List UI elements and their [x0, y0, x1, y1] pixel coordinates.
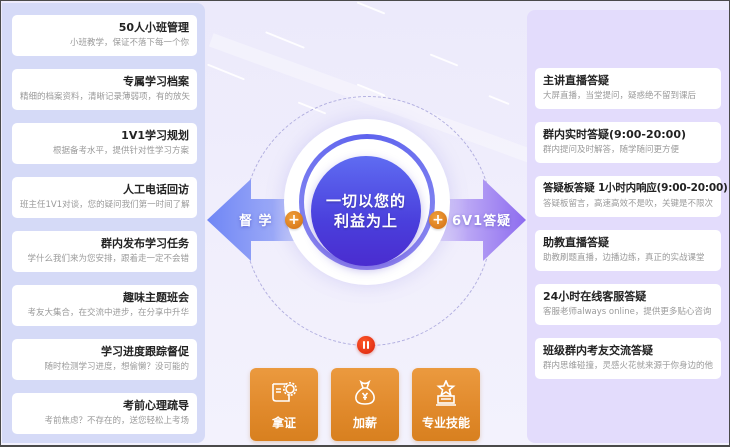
slogan-line-1: 一切以您的 [325, 192, 406, 210]
feature-desc: 答疑板留言，高速高效不是吹，关键是不限次 [543, 199, 714, 209]
feature-title: 学习进度跟踪督促 [101, 345, 189, 358]
feature-card: 人工电话回访 班主任1V1对谈，您的疑问我们第一时间了解 [12, 177, 197, 218]
feature-desc: 助教刷题直播，边播边练，真正的实战课堂 [543, 253, 705, 263]
feature-desc: 班主任1V1对谈，您的疑问我们第一时间了解 [20, 200, 190, 210]
feature-desc: 客服老师always online，提供更多贴心咨询 [543, 307, 712, 317]
feature-title: 50人小班管理 [118, 21, 189, 34]
feature-card: 专属学习档案 精细的档案资料，清晰记录薄弱项，有的放矢 [12, 69, 197, 110]
trophy-star-icon [436, 380, 456, 406]
feature-desc: 随时检测学习进度，想偷懒？没可能的 [44, 362, 189, 372]
feature-desc: 精细的档案资料，清晰记录薄弱项，有的放矢 [20, 92, 191, 102]
qa-panel: 主讲直播答疑 大屏直播，当堂提问，疑惑绝不留到课后 群内实时答疑(9:00-20… [527, 10, 729, 443]
feature-title: 专属学习档案 [123, 75, 189, 88]
tile-skills: 专业技能 [412, 368, 480, 441]
supervision-label: 督 学 [239, 214, 273, 229]
feature-desc: 根据备考水平，提供针对性学习方案 [52, 146, 189, 156]
tile-label: 拿证 [271, 416, 296, 430]
supervision-panel: 50人小班管理 小班教学，保证不落下每一个你 专属学习档案 精细的档案资料，清晰… [2, 3, 205, 443]
feature-title: 考前心理疏导 [123, 399, 189, 412]
feature-title: 24小时在线客服答疑 [543, 290, 647, 303]
feature-title: 主讲直播答疑 [543, 74, 609, 87]
core-slogan: 一切以您的 利益为上 [311, 156, 421, 266]
feature-desc: 考友大集合，在交流中进步，在分享中升华 [27, 308, 189, 318]
feature-desc: 学什么我们来为您安排，跟着走一定不会错 [27, 254, 189, 264]
tile-raise: 加薪 [331, 368, 399, 441]
feature-card: 群内实时答疑(9:00-20:00) 群内提问及时解答，随学随问更方便 [535, 122, 721, 163]
feature-card: 助教直播答疑 助教刷题直播，边播边练，真正的实战课堂 [535, 230, 721, 271]
slogan-line-2: 利益为上 [333, 212, 398, 230]
pause-icon[interactable] [357, 336, 375, 354]
qa-label: 6V1答疑 [452, 214, 512, 229]
feature-card: 答疑板答疑 1小时内响应(9:00-20:00) 答疑板留言，高速高效不是吹，关… [535, 176, 728, 217]
feature-title: 人工电话回访 [123, 183, 189, 196]
feature-card: 趣味主题班会 考友大集合，在交流中进步，在分享中升华 [12, 285, 197, 326]
feature-card: 学习进度跟踪督促 随时检测学习进度，想偷懒？没可能的 [12, 339, 197, 380]
feature-card: 班级群内考友交流答疑 群内思维碰撞，灵感火花就来源于你身边的他 [535, 338, 721, 379]
feature-card: 50人小班管理 小班教学，保证不落下每一个你 [12, 15, 197, 56]
feature-title: 群内发布学习任务 [101, 237, 189, 250]
feature-desc: 小班教学，保证不落下每一个你 [69, 38, 189, 48]
ceiling-light [207, 63, 245, 81]
ceiling-light [356, 1, 386, 15]
feature-desc: 群内提问及时解答，随学随问更方便 [543, 145, 680, 155]
ceiling-light [429, 53, 459, 67]
tile-label: 专业技能 [421, 416, 470, 430]
feature-title: 趣味主题班会 [123, 291, 189, 304]
feature-title: 答疑板答疑 1小时内响应(9:00-20:00) [543, 182, 728, 194]
feature-card: 群内发布学习任务 学什么我们来为您安排，跟着走一定不会错 [12, 231, 197, 272]
feature-desc: 考前焦虑？不存在的，送您轻松上考场 [44, 416, 189, 426]
feature-desc: 群内思维碰撞，灵感火花就来源于你身边的他 [543, 361, 714, 371]
plus-icon: + [429, 211, 447, 229]
ceiling-light [488, 94, 510, 106]
feature-card: 1V1学习规划 根据备考水平，提供针对性学习方案 [12, 123, 197, 164]
feature-desc: 大屏直播，当堂提问，疑惑绝不留到课后 [543, 91, 697, 101]
tile-certificate: 拿证 [250, 368, 318, 441]
feature-card: 24小时在线客服答疑 客服老师always online，提供更多贴心咨询 [535, 284, 721, 325]
ceiling-light [265, 31, 305, 49]
feature-title: 群内实时答疑(9:00-20:00) [543, 128, 686, 141]
feature-title: 1V1学习规划 [121, 129, 189, 142]
feature-card: 考前心理疏导 考前焦虑？不存在的，送您轻松上考场 [12, 393, 197, 434]
tile-label: 加薪 [352, 416, 377, 430]
plus-icon: + [285, 211, 303, 229]
certificate-icon [272, 382, 297, 402]
money-bag-icon [355, 380, 375, 405]
feature-card: 主讲直播答疑 大屏直播，当堂提问，疑惑绝不留到课后 [535, 68, 721, 109]
feature-title: 助教直播答疑 [543, 236, 609, 249]
feature-title: 班级群内考友交流答疑 [543, 344, 653, 357]
